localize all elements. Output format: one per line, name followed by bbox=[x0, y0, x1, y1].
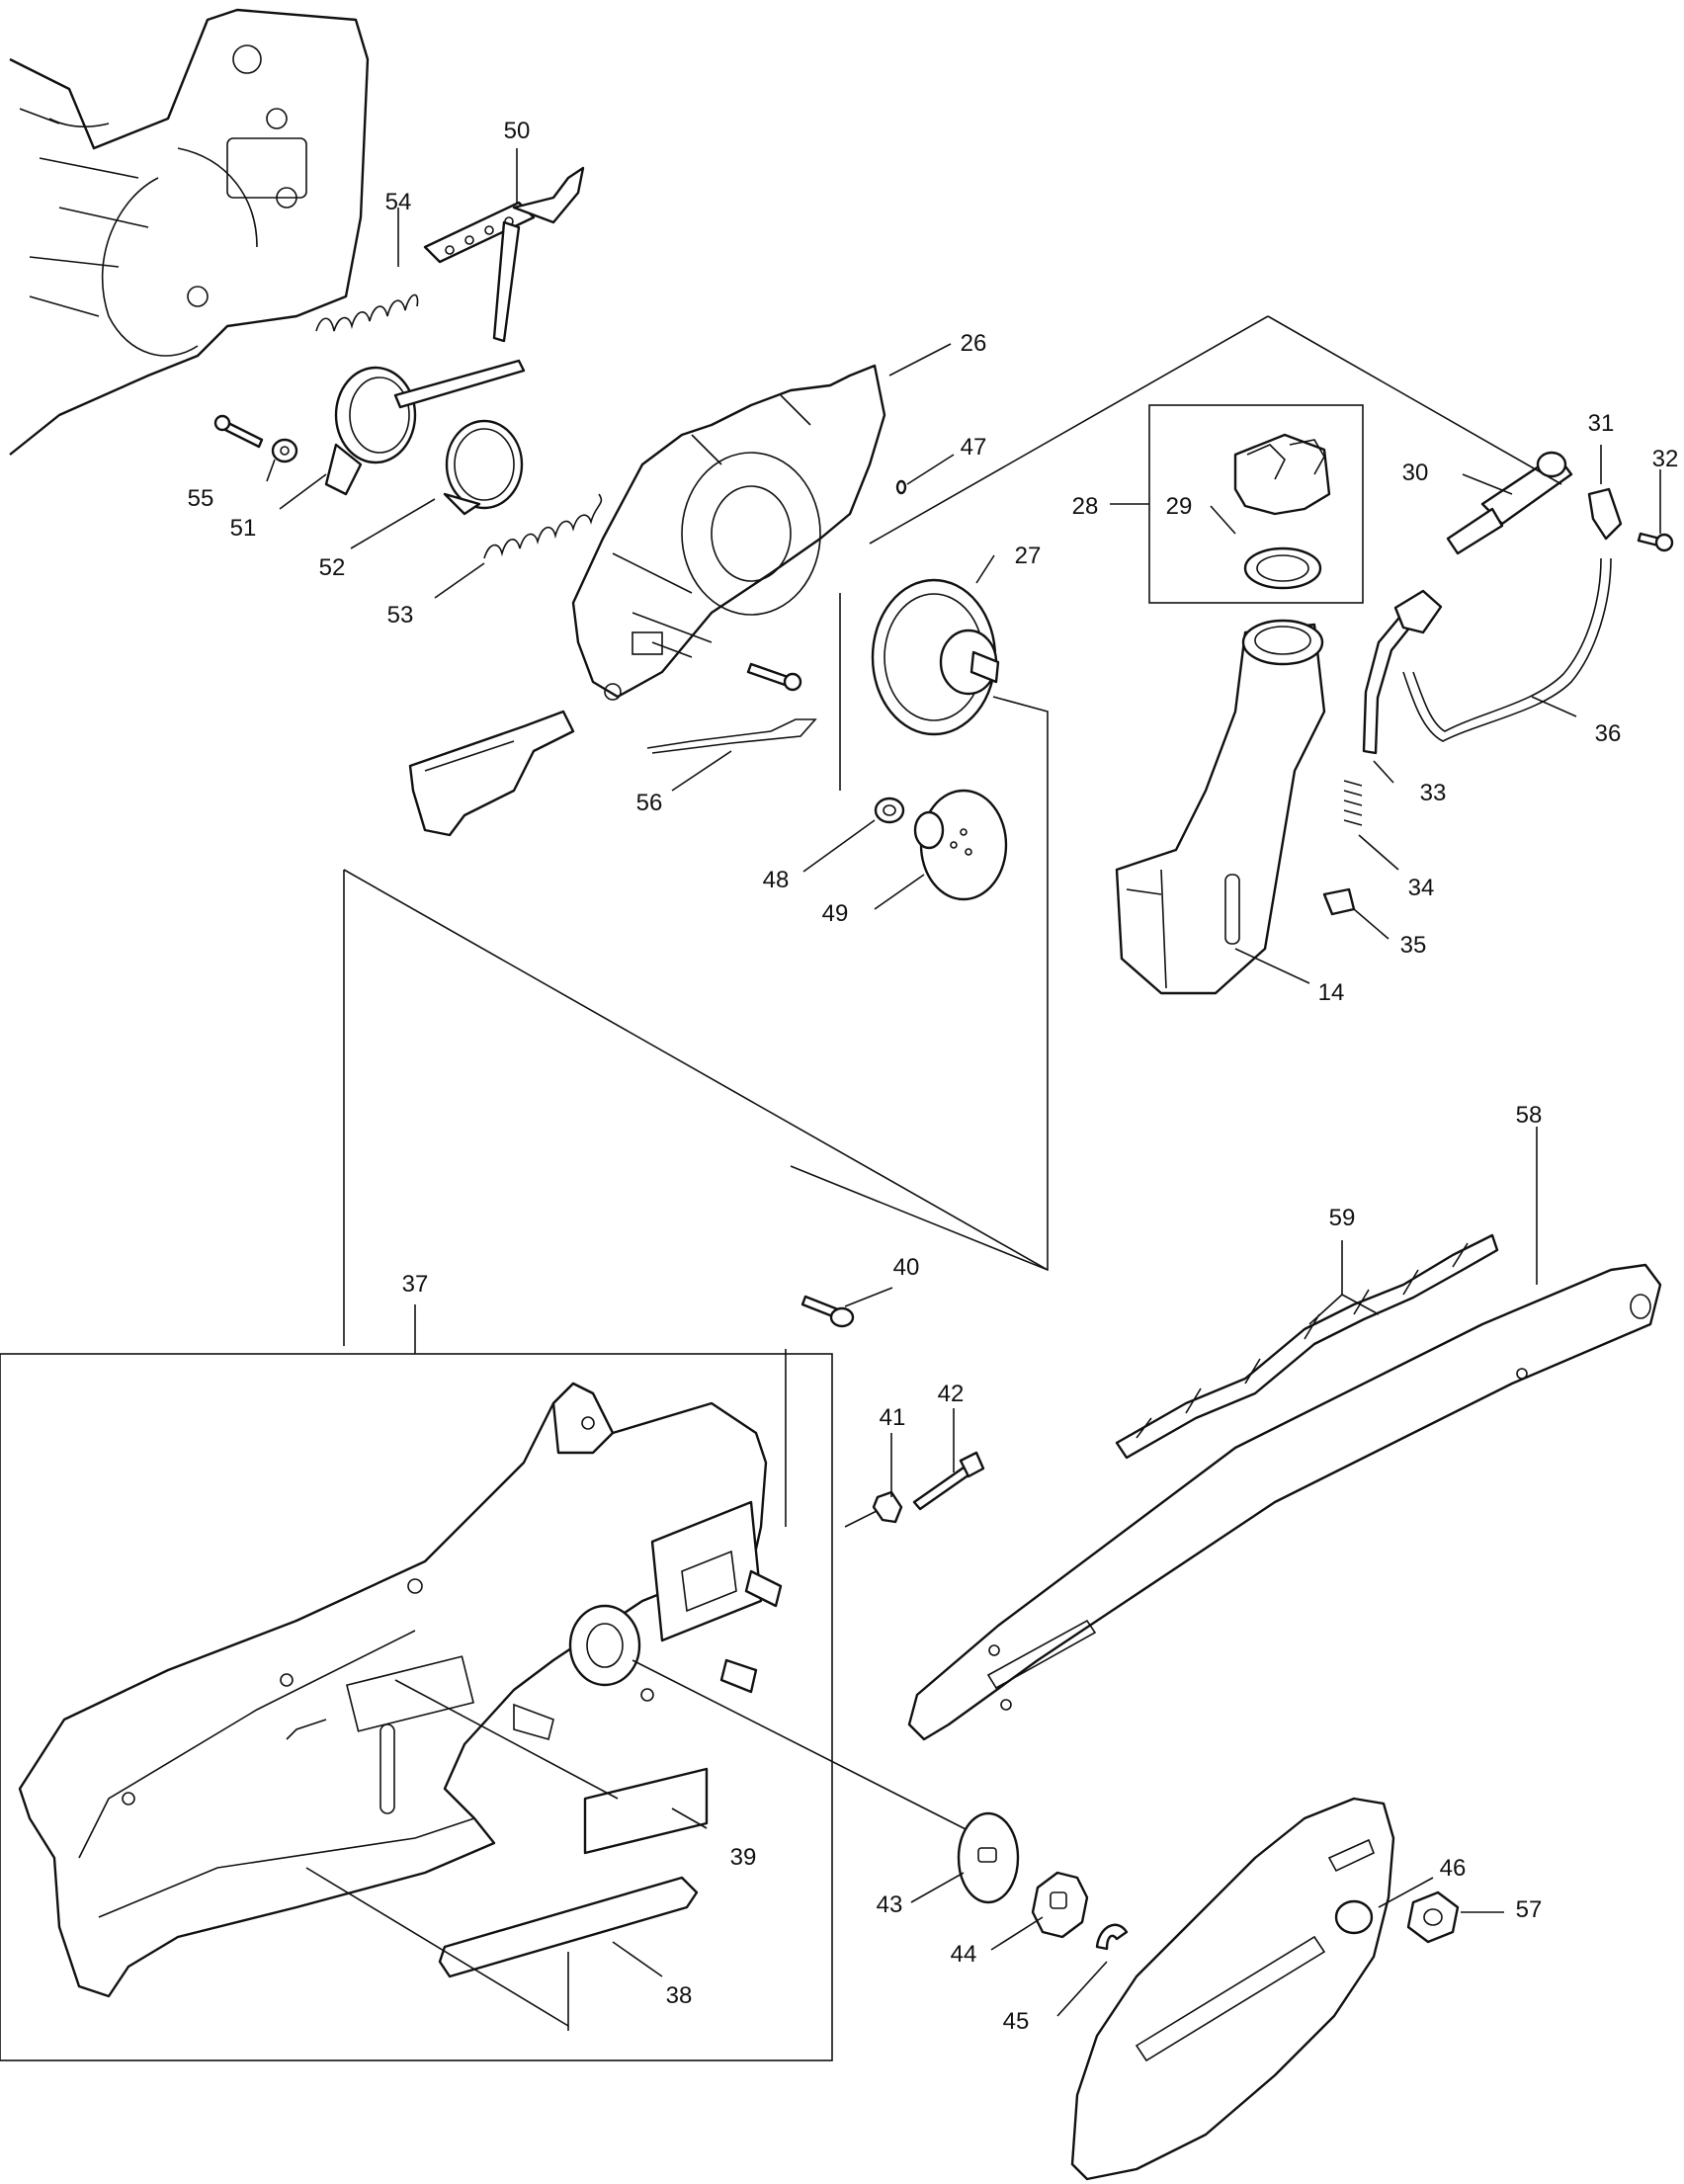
screw-50 bbox=[800, 1295, 855, 1328]
label-48 bbox=[438, 1876, 699, 1978]
sprocket-cover-56 bbox=[1070, 1797, 1395, 2181]
label-53: 43 bbox=[877, 1891, 903, 1918]
label-52: 42 bbox=[938, 1381, 965, 1407]
label-59: 59 bbox=[1329, 1205, 1356, 1231]
label-40: 50 bbox=[504, 118, 531, 144]
washer-38 bbox=[874, 797, 905, 824]
label-37: 47 bbox=[961, 434, 987, 461]
label-34: 34 bbox=[1408, 875, 1435, 901]
trigger-handle bbox=[408, 710, 575, 837]
sprocket-gear-27 bbox=[871, 578, 1000, 736]
label-44: 54 bbox=[385, 189, 412, 215]
label-55: 45 bbox=[1003, 2008, 1030, 2035]
washer-45b bbox=[271, 438, 298, 463]
leader-lines-bar bbox=[1308, 1127, 1538, 1325]
label-46: 56 bbox=[636, 790, 663, 816]
label-33: 33 bbox=[1420, 780, 1447, 806]
valve-35 bbox=[1322, 887, 1356, 916]
label-36: 36 bbox=[1595, 720, 1622, 747]
screw-32 bbox=[1637, 532, 1674, 552]
label-30: 30 bbox=[1402, 460, 1429, 486]
washer-53 bbox=[957, 1811, 1020, 1904]
label-50: 40 bbox=[893, 1254, 920, 1281]
label-41: 51 bbox=[230, 515, 257, 542]
part-labels: 50 54 26 47 27 55 51 52 53 56 48 49 28 2… bbox=[188, 118, 1679, 2035]
label-39: 49 bbox=[822, 900, 849, 927]
leader-lines-fasteners bbox=[844, 1287, 955, 1497]
label-45: 55 bbox=[188, 485, 214, 512]
brake-lever-40 bbox=[423, 166, 585, 343]
gear-housing-26 bbox=[571, 364, 886, 701]
leader-lines-top bbox=[266, 148, 1661, 1527]
hose-36 bbox=[1402, 557, 1612, 742]
tube-30 bbox=[1446, 451, 1573, 555]
clamp-31 bbox=[1587, 487, 1623, 541]
spring-34 bbox=[1343, 780, 1363, 826]
oil-tank-14 bbox=[1115, 619, 1326, 995]
label-43: 53 bbox=[387, 602, 414, 629]
saw-chain-59 bbox=[1115, 1233, 1499, 1460]
guide-bar-58 bbox=[907, 1263, 1662, 1741]
nut-51 bbox=[872, 1490, 903, 1524]
sprocket-54 bbox=[1031, 1871, 1089, 1939]
label-47: 37 bbox=[402, 1271, 429, 1298]
ring-42 bbox=[443, 419, 524, 516]
bolt-52 bbox=[912, 1451, 985, 1511]
label-48: 38 bbox=[666, 1982, 693, 2009]
label-29: 29 bbox=[1166, 493, 1193, 520]
label-28: 28 bbox=[1072, 493, 1099, 520]
oil-pipe-33 bbox=[1362, 589, 1443, 755]
label-42: 52 bbox=[319, 554, 346, 581]
leader-lines-cover bbox=[1378, 1877, 1504, 1913]
label-51: 41 bbox=[880, 1404, 906, 1431]
leader-lines-washers bbox=[910, 1872, 1108, 2017]
label-49 bbox=[583, 1767, 709, 1855]
label-26: 26 bbox=[961, 330, 987, 357]
pin-37 bbox=[895, 479, 907, 495]
chain-cover-47 bbox=[18, 1382, 783, 1998]
label-32: 32 bbox=[1652, 446, 1679, 472]
label-38: 48 bbox=[763, 867, 790, 893]
nut-57 bbox=[1406, 1890, 1460, 1944]
spring-43 bbox=[483, 493, 603, 559]
label-49: 39 bbox=[730, 1844, 757, 1871]
wire-46 bbox=[646, 718, 817, 754]
brake-band-41 bbox=[324, 359, 526, 496]
clip-55 bbox=[1095, 1923, 1129, 1951]
label-14: 14 bbox=[1318, 979, 1345, 1006]
spring-44 bbox=[315, 294, 419, 332]
label-35: 35 bbox=[1400, 932, 1427, 959]
oil-cap-kit-box-28 bbox=[1148, 404, 1364, 604]
parts-box-47 bbox=[0, 1304, 833, 2061]
leader-lines-box bbox=[305, 1506, 974, 2031]
label-27: 27 bbox=[1015, 543, 1042, 569]
bolt-45 bbox=[213, 414, 264, 449]
screw-26b bbox=[746, 662, 802, 692]
label-57: 57 bbox=[1516, 1896, 1543, 1923]
gear-39 bbox=[913, 789, 1008, 901]
label-31: 31 bbox=[1588, 410, 1615, 437]
label-58: 58 bbox=[1516, 1102, 1543, 1129]
label-56: 46 bbox=[1440, 1855, 1467, 1882]
main-housing bbox=[9, 8, 370, 456]
label-54: 44 bbox=[951, 1941, 977, 1968]
